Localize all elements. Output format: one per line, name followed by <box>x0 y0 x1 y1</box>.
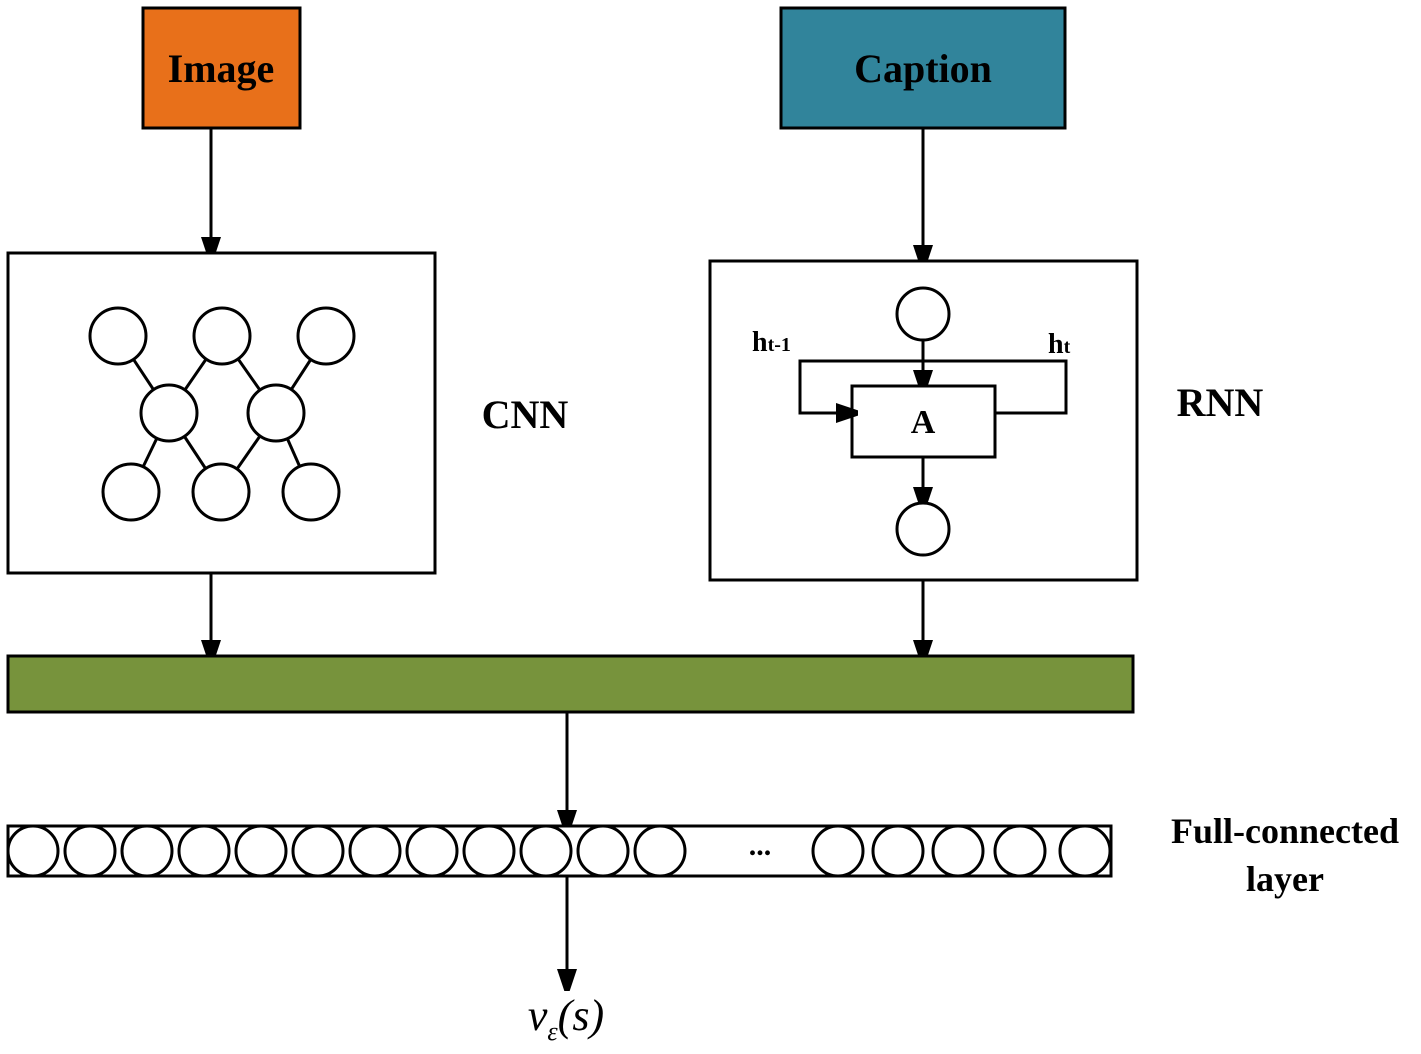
cnn-block <box>6 251 437 575</box>
rnn-cell-label: A <box>911 404 936 441</box>
rnn-input-node <box>895 286 951 342</box>
rnn-block: A ht-1 ht <box>708 259 1139 582</box>
cnn-neuron <box>139 383 199 443</box>
caption-label: Caption <box>854 46 992 91</box>
cnn-neuron <box>101 462 161 522</box>
fc-neuron <box>291 824 345 878</box>
fc-neurons <box>6 824 1112 878</box>
cnn-neuron <box>281 462 341 522</box>
fc-neuron <box>6 824 60 878</box>
fc-neuron <box>519 824 573 878</box>
cnn-neuron <box>191 462 251 522</box>
fc-neuron <box>234 824 288 878</box>
cnn-neuron <box>192 306 252 366</box>
fc-neuron <box>633 824 687 878</box>
image-label: Image <box>168 46 275 91</box>
fc-neuron <box>871 824 925 878</box>
fc-neuron <box>177 824 231 878</box>
image-node: Image <box>141 6 302 130</box>
rnn-loop-line <box>798 359 1068 413</box>
output-label: vε(s) <box>528 991 604 1046</box>
fc-neuron <box>931 824 985 878</box>
rnn-label: RNN <box>1177 380 1264 425</box>
fc-label-line1: Full-connected <box>1171 811 1399 851</box>
h-prev-label: ht-1 <box>752 327 791 358</box>
fc-layer: ... <box>6 824 1113 878</box>
rnn-output-node <box>895 501 951 557</box>
fc-neuron <box>348 824 402 878</box>
fc-label-line2: layer <box>1246 859 1324 899</box>
cnn-neuron <box>88 306 148 366</box>
fc-neuron <box>1058 824 1112 878</box>
fc-neuron <box>462 824 516 878</box>
cnn-neuron <box>296 306 356 366</box>
fc-neuron <box>576 824 630 878</box>
rnn-cell <box>850 384 997 459</box>
cnn-label: CNN <box>482 392 569 437</box>
caption-node: Caption <box>779 6 1067 130</box>
fc-neuron <box>811 824 865 878</box>
fc-neuron <box>63 824 117 878</box>
fc-ellipsis: ... <box>749 829 772 862</box>
cnn-neuron <box>246 383 306 443</box>
concat-bar <box>6 654 1135 714</box>
fc-neuron <box>120 824 174 878</box>
fc-neuron <box>993 824 1047 878</box>
h-curr-label: ht <box>1048 329 1071 360</box>
fc-neuron <box>405 824 459 878</box>
